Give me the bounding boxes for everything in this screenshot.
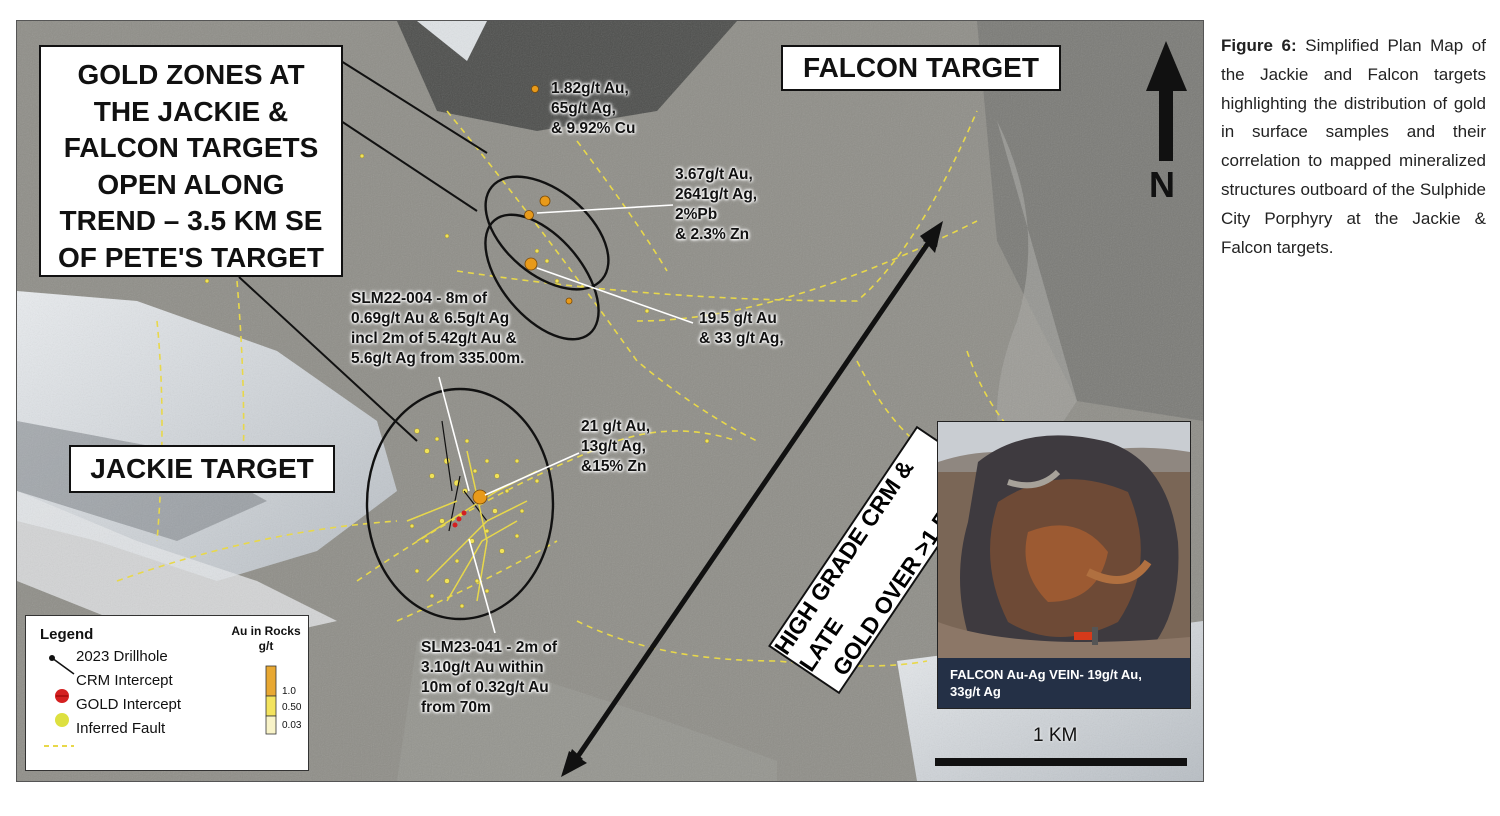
annotation-2: 3.67g/t Au,2641g/t Ag,2%Pb& 2.3% Zn xyxy=(675,166,758,243)
annotation-3: 19.5 g/t Au& 33 g/t Ag, xyxy=(699,310,784,347)
main-title-line: OF PETE'S TARGET xyxy=(58,241,324,273)
legend-tick: 0.50 xyxy=(282,702,302,713)
main-title-line: TREND – 3.5 KM SE xyxy=(59,205,323,236)
scale-bar xyxy=(935,758,1187,766)
drillhole-traces xyxy=(441,420,488,532)
main-title-line: THE JACKIE & xyxy=(93,95,289,127)
legend-tick: 1.0 xyxy=(282,686,296,697)
legend-item-fault: Inferred Fault xyxy=(76,720,166,737)
annotation-1: 1.82g/t Au,65g/t Ag,& 9.92% Cu xyxy=(551,80,636,137)
annotation-5: 21 g/t Au,13g/t Ag,&15% Zn xyxy=(581,418,651,475)
legend-title: Legend xyxy=(40,626,94,643)
legend-item-crm: CRM Intercept xyxy=(76,672,173,689)
main-title-line: FALCON TARGETS xyxy=(63,132,319,163)
legend-item-gold: GOLD Intercept xyxy=(76,696,182,713)
legend-tick: 0.03 xyxy=(282,720,302,731)
jackie-target-label: JACKIE TARGET xyxy=(69,445,335,493)
scale-label: 1 KM xyxy=(1033,725,1078,746)
main-title-line: OPEN ALONG xyxy=(97,168,285,200)
crm-intercepts xyxy=(452,510,467,528)
annotation-leaders xyxy=(438,204,694,634)
north-label: N xyxy=(1149,164,1175,205)
target-ellipses xyxy=(365,175,610,621)
main-title: GOLD ZONES AT THE JACKIE & FALCON TARGET… xyxy=(39,45,343,277)
legend-item-drillhole: 2023 Drillhole xyxy=(76,648,168,665)
main-title-line: GOLD ZONES AT xyxy=(77,59,305,90)
trend-arrow xyxy=(561,221,943,777)
north-arrow-icon xyxy=(1146,41,1187,161)
gold-samples xyxy=(472,85,573,505)
falcon-vein-photo[interactable]: FALCON Au-Ag VEIN- 19g/t Au, 33g/t Ag xyxy=(937,421,1191,709)
figure-caption: Figure 6: Simplified Plan Map of the Jac… xyxy=(1221,32,1486,262)
photo-caption: FALCON Au-Ag VEIN- 19g/t Au, 33g/t Ag xyxy=(938,658,1190,708)
surface-samples xyxy=(204,153,710,609)
map-legend: Legend Au in Rocks g/t 2023 Drillhole CR… xyxy=(25,615,309,771)
legend-symbols xyxy=(44,655,277,747)
figure-label: Figure 6: xyxy=(1221,36,1297,55)
title-leader-lines xyxy=(238,60,488,442)
plan-map[interactable]: GOLD ZONES AT THE JACKIE & FALCON TARGET… xyxy=(16,20,1204,782)
legend-scale-title: Au in Rocks g/t xyxy=(231,624,301,653)
falcon-target-label: FALCON TARGET xyxy=(781,45,1061,91)
figure-caption-text: Simplified Plan Map of the Jackie and Fa… xyxy=(1221,36,1486,257)
